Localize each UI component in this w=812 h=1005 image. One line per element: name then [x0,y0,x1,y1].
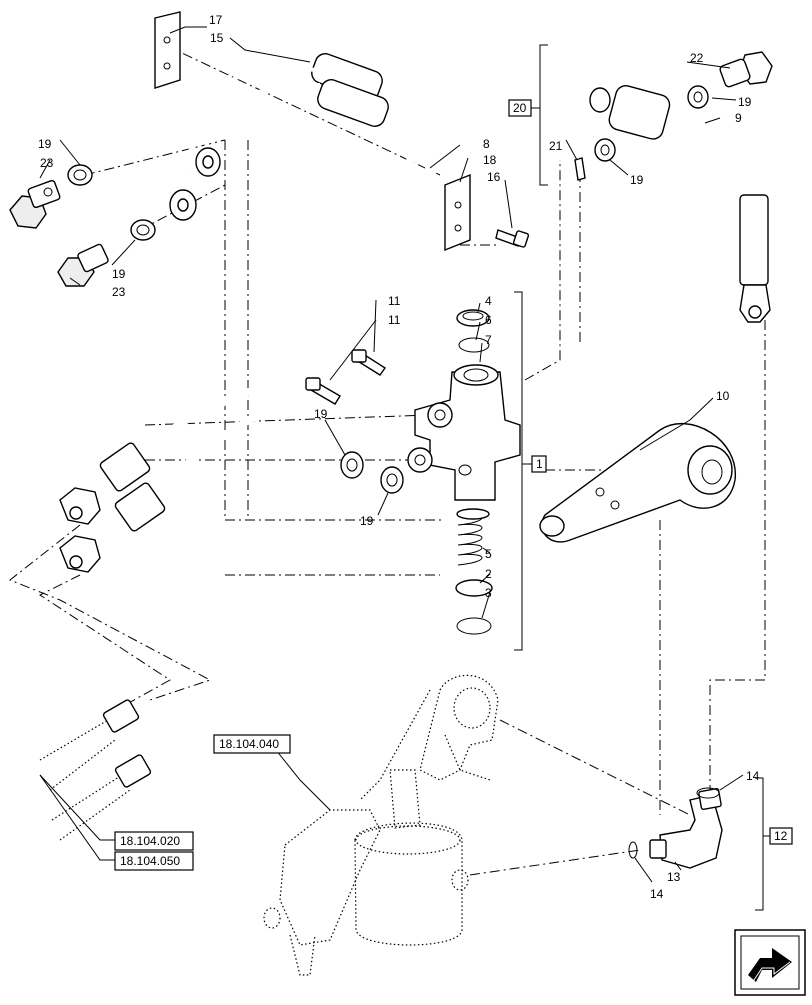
callout-8: 8 [483,137,490,151]
screw-11-b [305,377,341,405]
callout-7: 7 [485,333,492,347]
callout-14: 14 [746,769,760,783]
callout-23: 23 [112,285,126,299]
washer-19-a [67,164,93,186]
svg-text:18.104.050[interactable]: 18.104.050 [120,854,180,868]
callout-10: 10 [716,389,730,403]
reference-link-18-104-020[interactable]: 18.104.020 [114,831,194,851]
group-callout-1: 1 [522,455,547,473]
svg-text:20: 20 [513,101,527,115]
callout-2: 2 [485,567,492,581]
o-ring-14-side [628,841,638,859]
leader-lines [39,26,744,883]
reference-fittings [39,699,152,841]
washer-19-f [380,466,404,494]
svg-text:18.104.040[interactable]: 18.104.040 [219,737,279,751]
group-callout-12: 12 [763,827,793,845]
callout-18: 18 [483,153,497,167]
elbow-fitting-13 [649,788,723,869]
lever-10 [539,423,736,543]
callout-19: 19 [360,514,374,528]
callout-5: 5 [485,547,492,561]
callout-13: 13 [667,870,681,884]
callout-17: 17 [209,13,223,27]
svg-text:18.104.020[interactable]: 18.104.020 [120,834,180,848]
banjo-bolt-23-lower [57,243,109,287]
callout-6: 6 [485,313,492,327]
callout-19: 19 [738,95,752,109]
callout-3: 3 [485,586,492,600]
bracket-20-box [539,44,548,186]
banjo-bolt-23-upper [9,179,61,229]
callout-11: 11 [388,294,401,308]
callout-labels: 17 15 19 23 19 23 8 18 16 22 19 9 21 19 … [38,13,760,901]
callout-14: 14 [650,887,664,901]
callout-19: 19 [38,137,52,151]
group-12-bracket [755,777,764,911]
pipe-9 [562,18,771,323]
callout-15: 15 [210,31,224,45]
washer-19-e [340,451,364,479]
svg-text:12: 12 [774,829,788,843]
callout-19: 19 [314,407,328,421]
callout-22: 22 [690,51,704,65]
callout-4: 4 [485,294,492,308]
callout-21: 21 [549,139,563,153]
washer-19-b [130,219,156,241]
washer-19-c [687,85,709,109]
hose-assembly [59,53,435,573]
reference-pump-assembly [263,674,499,976]
bolt-16 [495,229,530,248]
callout-16: 16 [487,170,501,184]
callout-19: 19 [112,267,126,281]
reference-link-18-104-040[interactable]: 18.104.040 [213,734,291,754]
bracket-18 [444,173,471,252]
callout-23: 23 [40,156,54,170]
callout-9: 9 [735,111,742,125]
o-ring-14-top [696,787,720,799]
valve-body-1 [407,364,521,501]
spring-5 [456,508,490,566]
group-callout-20: 20 [508,99,540,117]
group-1-bracket [514,291,523,651]
washer-19-d [594,138,616,162]
svg-text:1: 1 [536,457,543,471]
pipe-15 [169,67,321,221]
valve-seals-top [456,309,490,353]
valve-seals-bottom [455,579,493,635]
arrow-forward-icon[interactable] [734,929,806,996]
callout-11: 11 [388,313,401,327]
bracket-17 [154,11,181,89]
screw-11-a [351,349,386,376]
banjo-bolt-22 [719,51,773,88]
callout-19: 19 [630,173,644,187]
reference-link-18-104-050[interactable]: 18.104.050 [114,851,194,871]
pin-21 [574,157,586,181]
